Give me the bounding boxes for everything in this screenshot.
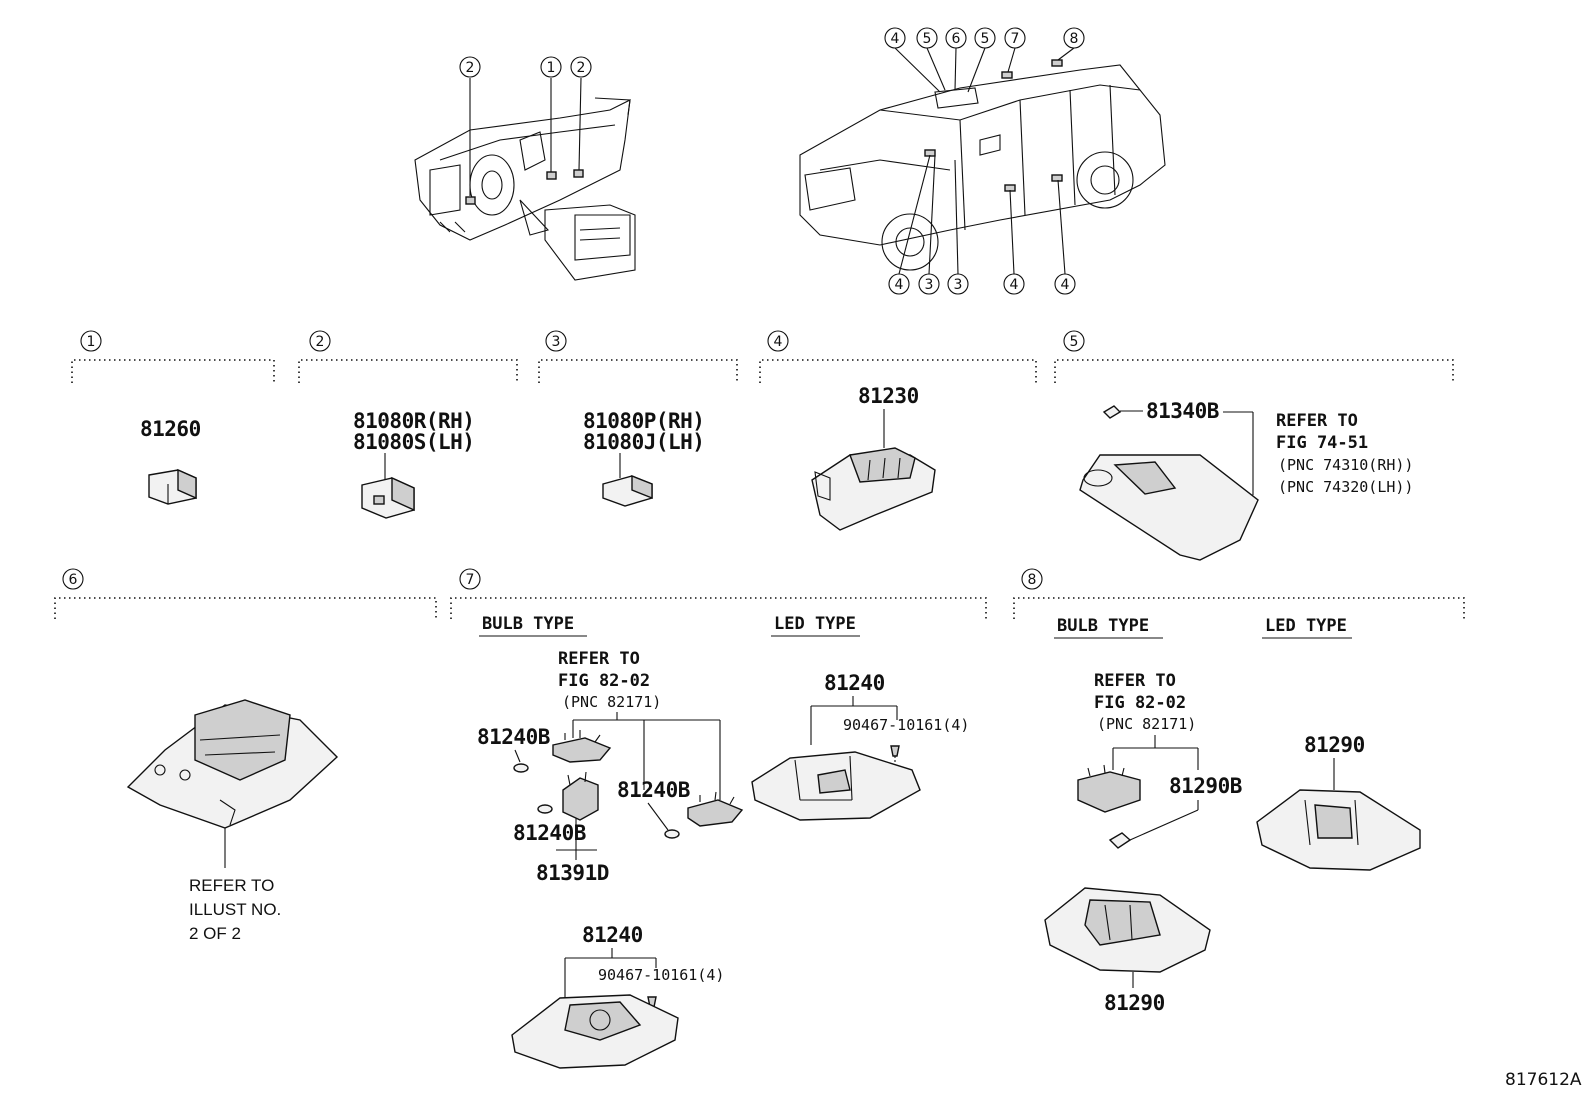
part-81080S-label: 81080S(LH) [353,430,474,454]
callout-4b-bottom: 4 [1010,277,1019,293]
callout-5b-top: 5 [981,31,990,47]
s7-bulb-screw-label: 90467-10161(4) [598,966,724,984]
s7-fig-ref: FIG 82-02 [558,671,650,691]
s7-led-map-lamp-icon [751,751,921,821]
section-4: 4 81230 [759,330,1037,531]
part-81230-icon [811,447,936,531]
callout-2b: 2 [577,60,586,76]
s7-socket-81391D-icon [562,771,599,821]
s6-refer-to: REFER TO [189,876,274,895]
section-6: 6 REFER TO ILLUST NO. 2 OF 2 [54,568,437,943]
section-2: 2 81080R(RH) 81080S(LH) [298,330,518,519]
callout-3a-bottom: 3 [925,277,934,293]
s8-led-room-lamp-icon [1256,789,1421,871]
s5-fig-ref: FIG 74-51 [1276,433,1368,453]
part-81080P-label: 81080P(RH) [583,409,704,433]
s7-bulb-81240B-a-label: 81240B [477,725,550,749]
s7-socket-81391D-label: 81391D [536,861,609,885]
s8-bulb-81290B-label: 81290B [1169,774,1242,798]
s8-pnc: (PNC 82171) [1097,715,1196,733]
s7-bulb-c-icon [664,829,680,839]
section-7-number: 7 [466,572,475,588]
s7-bulb-b-icon [537,804,553,814]
section-5-number: 5 [1070,334,1079,350]
section-3: 3 81080P(RH) 81080J(LH) [538,330,738,507]
s8-bulb-icon [1108,832,1132,849]
dashboard-illustration [414,97,636,281]
s7-bulb-81240B-c-label: 81240B [617,778,690,802]
s7-pnc: (PNC 82171) [562,693,661,711]
callout-5a-top: 5 [923,31,932,47]
section-6-number: 6 [69,572,78,588]
s7-led-type-heading: LED TYPE [774,614,856,634]
callout-6-top: 6 [952,31,961,47]
s7-socket-c-icon [687,791,744,827]
s6-illust-no: ILLUST NO. [189,900,281,919]
s7-bulb-type-heading: BULB TYPE [482,614,574,634]
callout-8-top: 8 [1070,31,1079,47]
s7-bulb-map-lamp-icon [511,994,679,1069]
s8-bulb-room-lamp-icon [1044,887,1211,973]
s5-pnc-lh: (PNC 74320(LH)) [1278,478,1413,496]
section-1-number: 1 [87,334,96,350]
part-81340B-label: 81340B [1146,399,1219,423]
vehicle-callouts-top: 4 5 6 5 7 8 [884,27,1085,93]
part-81080R-icon [361,476,415,519]
diagram-id: 817612A [1505,1070,1582,1090]
callout-4a-bottom: 4 [895,277,904,293]
section-3-number: 3 [552,334,561,350]
section-2-number: 2 [316,334,325,350]
s6-page-ref: 2 OF 2 [189,924,241,943]
s7-bulb-a-icon [513,763,529,773]
vehicle-illustration [799,59,1166,271]
s8-fig-ref: FIG 82-02 [1094,693,1186,713]
s8-led-type-heading: LED TYPE [1265,616,1347,636]
section-5: 5 81340B REFER TO FIG 74-51 (PNC 74310(R… [1054,330,1454,561]
part-81080R-label: 81080R(RH) [353,409,474,433]
s7-socket-a-icon [552,730,612,763]
part-81080P-icon [602,474,653,507]
s7-led-screw-icon [890,745,900,770]
s8-led-81290-label: 81290 [1304,733,1365,757]
section-4-number: 4 [774,334,783,350]
s8-socket-icon [1077,764,1141,813]
s7-led-screw-label: 90467-10161(4) [843,716,969,734]
overhead-console-icon [126,699,339,829]
section-7: 7 BULB TYPE LED TYPE REFER TO FIG 82-02 … [450,568,987,1069]
callout-7-top: 7 [1011,31,1020,47]
part-81080J-label: 81080J(LH) [583,430,704,454]
s8-bulb-81290-label: 81290 [1104,991,1165,1015]
callout-1: 1 [547,60,556,76]
s5-pnc-rh: (PNC 74310(RH)) [1278,456,1413,474]
s7-refer-to: REFER TO [558,649,640,669]
section-1: 1 81260 [71,330,275,505]
dash-callouts: 2 1 2 [459,56,592,196]
section-8-number: 8 [1028,572,1037,588]
s5-refer-to: REFER TO [1276,411,1358,431]
s8-bulb-type-heading: BULB TYPE [1057,616,1149,636]
s7-bulb-81240-label: 81240 [582,923,643,947]
s7-led-81240-label: 81240 [824,671,885,695]
sun-visor-icon [1079,454,1259,561]
callout-3b-bottom: 3 [954,277,963,293]
part-81230-label: 81230 [858,384,919,408]
s8-refer-to: REFER TO [1094,671,1176,691]
s7-bulb-81240B-b-label: 81240B [513,821,586,845]
vehicle-callouts-bottom: 4 3 3 4 4 [888,154,1076,295]
callout-2a: 2 [466,60,475,76]
part-81340B-bulb-icon [1102,405,1143,419]
callout-4-top: 4 [891,31,900,47]
part-81260-icon [148,468,197,505]
part-81260-label: 81260 [140,417,201,441]
callout-4c-bottom: 4 [1061,277,1070,293]
section-8: 8 BULB TYPE LED TYPE REFER TO FIG 82-02 … [1013,568,1465,1015]
